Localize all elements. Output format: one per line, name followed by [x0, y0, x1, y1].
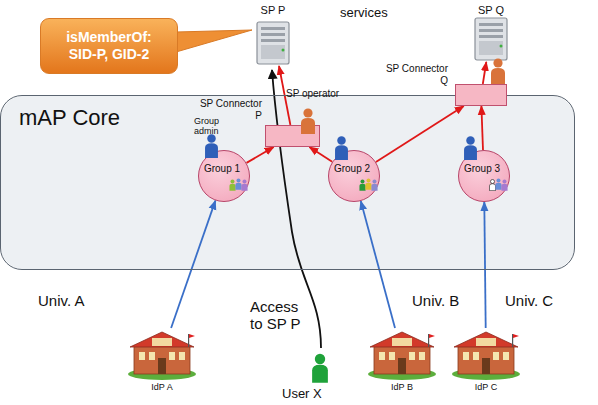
connector-arrow: [309, 147, 332, 162]
annotation-label: Access to SP P: [250, 298, 314, 332]
connector-arrow: [483, 62, 487, 84]
group-admin-icon: [335, 136, 348, 160]
connector-label: SP Connector Q: [384, 63, 448, 87]
group-name: Group 1: [203, 163, 241, 175]
connector-arrow: [171, 201, 215, 328]
group-circle: Group 2: [328, 150, 380, 202]
user-icon: [312, 354, 328, 383]
group-admin-icon: [464, 136, 477, 160]
server-icon: [471, 16, 511, 62]
annotation-label: Group admin: [194, 116, 236, 136]
university-name: Univ. A: [38, 292, 84, 309]
service-server: SP P: [250, 4, 296, 66]
idp-university: Univ. BIdP B: [368, 328, 436, 380]
group-name: Group 3: [463, 163, 501, 175]
university-building-icon: [452, 328, 520, 380]
attribute-callout: isMemberOf: SID-P, GID-2: [40, 18, 178, 74]
annotation-label: services: [340, 5, 402, 20]
service-name: SP P: [250, 4, 296, 16]
sp-connector-box: SP Connector P: [265, 125, 320, 147]
idp-name: IdP B: [358, 382, 446, 392]
group-circle: Group 3: [458, 150, 510, 202]
group-name: Group 2: [333, 163, 371, 175]
idp-name: IdP A: [118, 382, 206, 392]
core-region-fill: [1, 96, 574, 269]
sp-connector-box: SP Connector Q: [455, 84, 507, 106]
connector-arrow: [376, 106, 464, 162]
callout-text: isMemberOf: SID-P, GID-2: [57, 29, 161, 63]
idp-university: Univ. AIdP A: [128, 328, 196, 380]
annotation-label: User X: [282, 386, 342, 401]
idp-university: Univ. CIdP C: [452, 328, 520, 380]
service-name: SP Q: [468, 4, 514, 16]
sp-operator-icon: [491, 58, 505, 84]
annotation-label: SP operator: [286, 88, 356, 100]
university-name: Univ. C: [505, 292, 553, 309]
connector-arrow: [247, 147, 274, 163]
core-region: mAP CoreSP Connector PSP Connector QGrou…: [0, 95, 575, 270]
service-server: SP Q: [468, 4, 514, 62]
connector-arrow: [484, 202, 485, 328]
region-title: mAP Core: [19, 105, 120, 131]
university-building-icon: [128, 328, 196, 380]
connector-arrow: [481, 106, 483, 150]
group-circle: Group 1: [198, 150, 250, 202]
callout-tail: [176, 30, 252, 52]
group-admin-icon: [205, 134, 218, 158]
server-icon: [253, 20, 293, 66]
idp-name: IdP C: [442, 382, 530, 392]
university-name: Univ. B: [412, 292, 459, 309]
sp-operator-icon: [301, 108, 315, 134]
connector-arrow: [361, 201, 395, 328]
member-icons: [229, 178, 507, 190]
university-building-icon: [368, 328, 436, 380]
